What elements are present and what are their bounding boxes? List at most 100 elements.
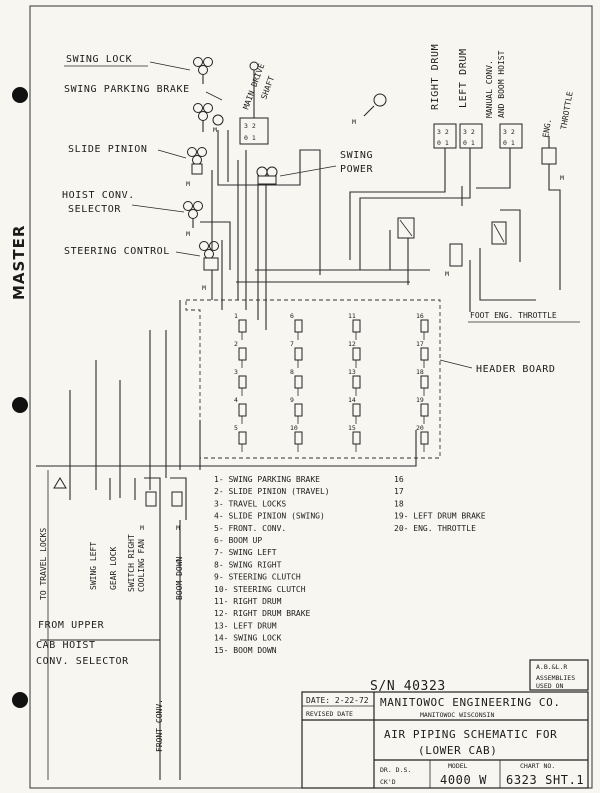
header-port-number: 1: [234, 312, 238, 320]
legend-item: 9- STEERING CLUTCH: [214, 573, 301, 582]
label-steering-control: STEERING CONTROL: [64, 246, 170, 257]
header-port: 3: [234, 368, 247, 396]
label-conv-selector: CONV. SELECTOR: [36, 656, 129, 667]
label-swing-power: POWER: [340, 164, 373, 175]
legend-item: 12- RIGHT DRUM BRAKE: [214, 609, 311, 618]
header-port: 2: [234, 340, 247, 368]
label-hoist-conv-selector: SELECTOR: [68, 204, 121, 215]
chart-number-value: 6323 SHT.1: [506, 773, 584, 787]
valve-right-drum: 3 2 0 1: [433, 123, 457, 149]
checked-by: CK'D: [380, 778, 396, 786]
header-port-number: 5: [234, 424, 238, 432]
legend-item: 2- SLIDE PINION (TRAVEL): [214, 487, 330, 496]
assemblies-label: ASSEMBLIES: [536, 674, 575, 682]
label-right-drum: RIGHT DRUM: [430, 44, 441, 110]
label-hoist-conv: HOIST CONV.: [62, 190, 135, 201]
header-port-number: 12: [348, 340, 356, 348]
label-shaft: SHAFT: [259, 75, 276, 101]
svg-text:0 1: 0 1: [244, 134, 256, 142]
header-port: 16: [416, 312, 429, 340]
binder-hole-middle: [12, 397, 28, 413]
header-port: 14: [348, 396, 361, 424]
header-port-number: 16: [416, 312, 424, 320]
lower-piping: [36, 300, 417, 780]
label-slide-pinion: SLIDE PINION: [68, 144, 147, 155]
label-cab-hoist: CAB HOIST: [36, 640, 96, 651]
svg-text:0 1: 0 1: [437, 139, 449, 147]
leader-line: [149, 61, 191, 71]
legend-item: 7- SWING LEFT: [214, 548, 277, 557]
pipe-network: [200, 130, 561, 330]
valve-manual-conv: 3 2 0 1: [499, 123, 523, 149]
label-front-conv: FRONT CONV.: [155, 699, 164, 752]
legend-item: 1- SWING PARKING BRAKE: [214, 475, 320, 484]
svg-text:M: M: [202, 284, 206, 292]
header-port: 15: [348, 424, 361, 452]
svg-text:0 1: 0 1: [463, 139, 475, 147]
header-port: 10: [290, 424, 303, 452]
drawn-by: DR. D.S.: [380, 766, 411, 774]
chart-number-label: CHART NO.: [520, 762, 555, 770]
label-boom-down: BOOM DOWN: [175, 556, 184, 600]
label-from-upper: FROM UPPER: [38, 620, 105, 631]
label-swing-parking-brake: SWING PARKING BRAKE: [64, 84, 190, 95]
label-swing-lock: SWING LOCK: [66, 54, 132, 65]
leader-line: [175, 251, 201, 257]
legend-item: 15- BOOM DOWN: [214, 646, 277, 655]
svg-text:M: M: [352, 118, 356, 126]
foot-throttle-valve: M: [445, 243, 463, 278]
header-port-number: 7: [290, 340, 294, 348]
legend: 1- SWING PARKING BRAKE 2- SLIDE PINION (T…: [214, 475, 486, 655]
svg-text:3 2: 3 2: [244, 122, 256, 130]
header-port-number: 2: [234, 340, 238, 348]
drawing-title: AIR PIPING SCHEMATIC FOR: [384, 728, 557, 741]
header-port: 5: [234, 424, 247, 452]
header-port-number: 9: [290, 396, 294, 404]
valve-slide-pinion: M: [186, 147, 207, 188]
used-on-label: USED ON: [536, 682, 563, 690]
gauge-top: M: [352, 93, 387, 126]
label-manual-conv: MANUAL CONV.: [485, 60, 494, 118]
leader-line: [439, 359, 473, 369]
legend-item: 5- FRONT. CONV.: [214, 524, 286, 533]
header-port: 13: [348, 368, 361, 396]
company-name: MANITOWOC ENGINEERING CO.: [380, 696, 561, 709]
legend-item-right: 20- ENG. THROTTLE: [394, 524, 476, 533]
valve-steering-control: M: [199, 241, 219, 292]
leader-line: [131, 204, 185, 213]
header-port-number: 15: [348, 424, 356, 432]
header-port-number: 10: [290, 424, 298, 432]
label-switch-right: SWITCH RIGHT: [127, 534, 136, 592]
serial-number: S/N 40323: [370, 679, 446, 694]
legend-item-right: 18: [394, 499, 404, 508]
header-port: 19: [416, 396, 429, 424]
svg-text:M: M: [445, 270, 449, 278]
drawing-subtitle: (LOWER CAB): [418, 744, 497, 757]
svg-text:3 2: 3 2: [437, 128, 449, 136]
leader-line: [205, 91, 223, 101]
page-border: [29, 5, 593, 789]
legend-item-right: 17: [394, 487, 404, 496]
valve-swing-lock: [193, 57, 213, 84]
company-city: MANITOWOC WISCONSIN: [420, 711, 494, 719]
svg-text:M: M: [186, 180, 190, 188]
leader-line: [157, 149, 187, 159]
header-port: 20: [416, 424, 429, 452]
header-port: 17: [416, 340, 429, 368]
svg-text:M: M: [560, 174, 564, 182]
label-eng: ENG.: [541, 118, 553, 139]
svg-text:M: M: [213, 126, 217, 134]
header-port: 7: [290, 340, 303, 368]
svg-text:M: M: [186, 230, 190, 238]
header-port: 11: [348, 312, 361, 340]
binder-hole-bottom: [12, 692, 28, 708]
header-port-number: 17: [416, 340, 424, 348]
legend-item: 10- STEERING CLUTCH: [214, 585, 306, 594]
header-port: 18: [416, 368, 429, 396]
binder-hole-top: [12, 87, 28, 103]
label-cooling-fan: COOLING FAN: [137, 539, 146, 592]
legend-item: 8- SWING RIGHT: [214, 560, 282, 569]
legend-item: 3- TRAVEL LOCKS: [214, 499, 286, 508]
